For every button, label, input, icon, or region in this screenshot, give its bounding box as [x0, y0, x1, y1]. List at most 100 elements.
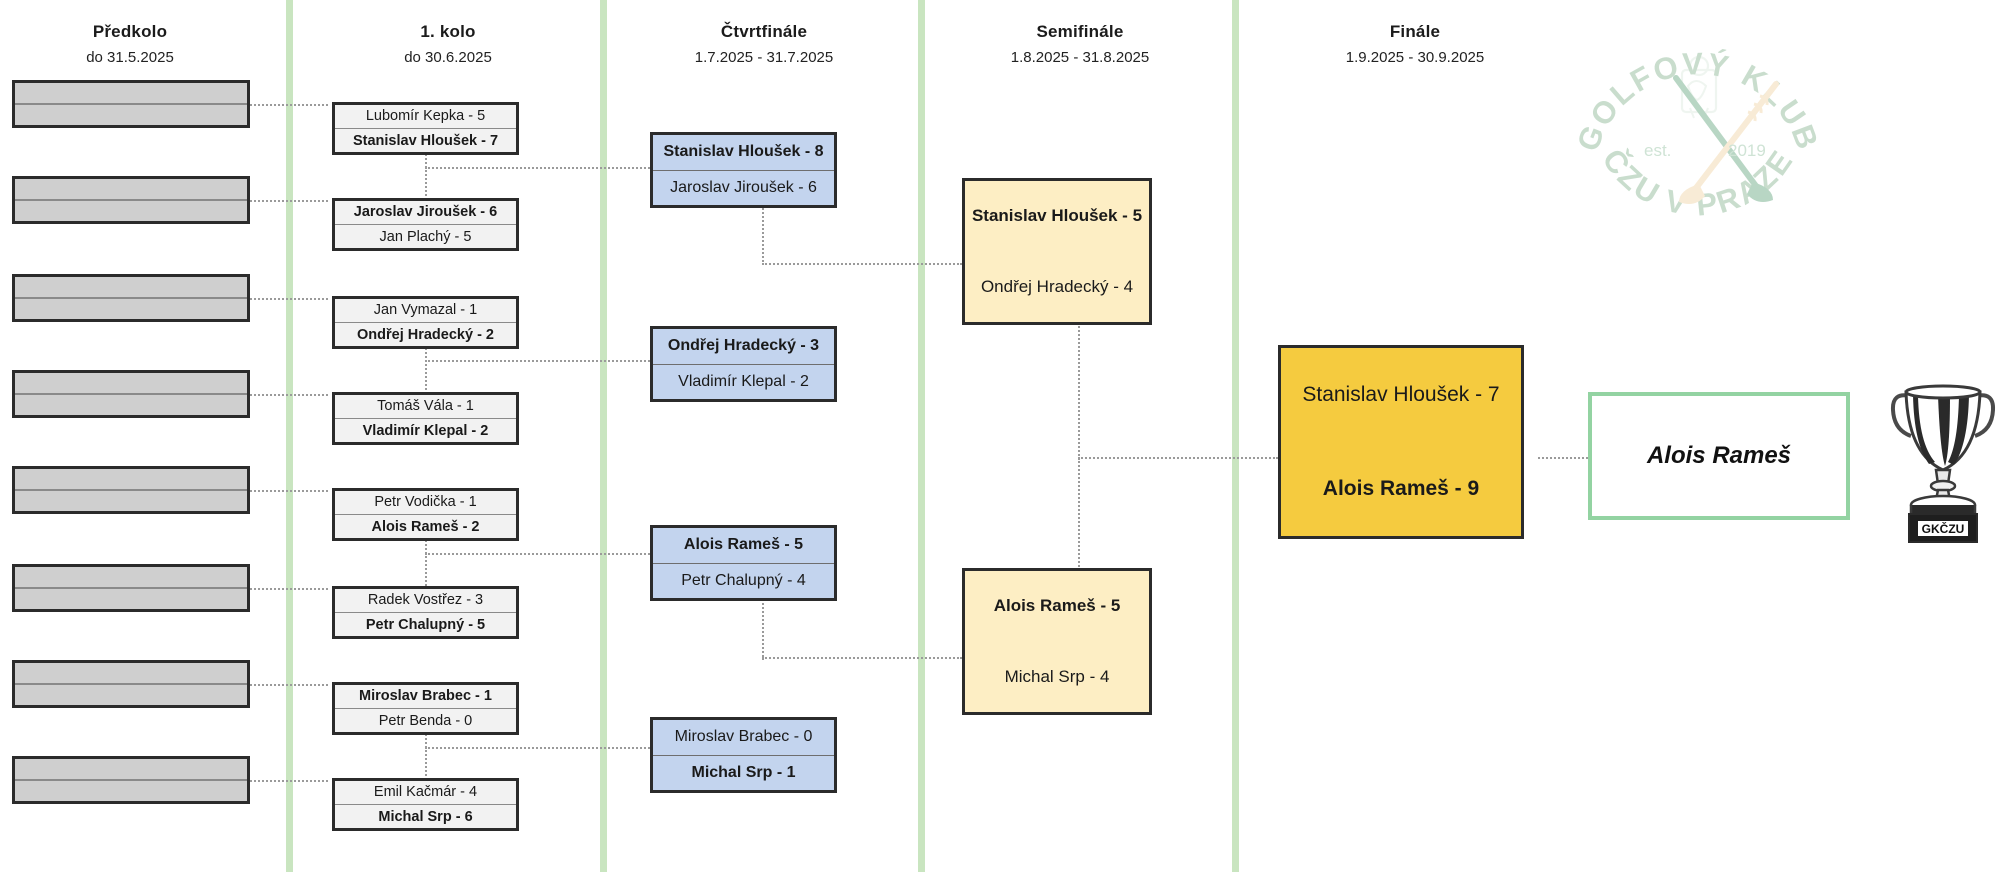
slot-divider — [335, 417, 516, 420]
round1-match-4[interactable]: Tomáš Vála - 1 Vladimír Klepal - 2 — [332, 392, 519, 445]
prekolo-slot-top — [15, 567, 247, 587]
quarterfinal-match-4[interactable]: Miroslav Brabec - 0 Michal Srp - 1 — [650, 717, 837, 793]
prekolo-match-2[interactable] — [12, 176, 250, 224]
player-slot-top: Stanislav Hloušek - 8 — [663, 143, 824, 161]
slot-divider — [15, 587, 247, 589]
player-slot-bottom: Alois Rameš - 2 — [371, 518, 480, 535]
slot-divider — [653, 754, 834, 756]
player-slot-bottom: Jan Plachý - 5 — [379, 228, 472, 245]
connector-pre-r1-5 — [250, 490, 328, 492]
logo-arc-top-text: GOLFOVÝ KLUB — [1570, 46, 1826, 156]
winner-name: Alois Rameš — [1646, 442, 1792, 469]
slot-divider — [335, 803, 516, 806]
column-title: Čtvrtfinále — [720, 22, 808, 41]
player-slot-bottom: Ondřej Hradecký - 2 — [357, 326, 494, 343]
column-date: do 30.6.2025 — [404, 49, 492, 66]
slot-divider — [15, 199, 247, 201]
semifinal-match-2[interactable]: Alois Rameš - 5 Michal Srp - 4 — [962, 568, 1152, 715]
connector-r1-qf-v3 — [425, 516, 427, 586]
prekolo-match-6[interactable] — [12, 564, 250, 612]
quarterfinal-match-3[interactable]: Alois Rameš - 5 Petr Chalupný - 4 — [650, 525, 837, 601]
column-date: 1.9.2025 - 30.9.2025 — [1345, 49, 1485, 66]
player-slot-bottom: Jaroslav Jiroušek - 6 — [670, 178, 817, 196]
player-slot-top: Tomáš Vála - 1 — [377, 398, 474, 415]
round1-match-1[interactable]: Lubomír Kepka - 5 Stanislav Hloušek - 7 — [332, 102, 519, 155]
column-separator-4 — [1232, 0, 1239, 872]
connector-fin-winner — [1538, 457, 1588, 459]
prekolo-slot-top — [15, 373, 247, 393]
connector-pre-r1-1 — [250, 104, 328, 106]
column-title: 1. kolo — [420, 22, 476, 41]
round1-match-3[interactable]: Jan Vymazal - 1 Ondřej Hradecký - 2 — [332, 296, 519, 349]
player-slot-bottom: Michal Srp - 4 — [1004, 666, 1110, 686]
logo-est-label: est. — [1644, 141, 1671, 160]
slot-divider — [15, 683, 247, 685]
semifinal-match-1[interactable]: Stanislav Hloušek - 5 Ondřej Hradecký - … — [962, 178, 1152, 325]
column-title: Semifinále — [1036, 22, 1124, 41]
connector-qf-sf-v1 — [762, 185, 764, 265]
column-separator-3 — [918, 0, 925, 872]
connector-qf-sf-h1 — [762, 263, 962, 265]
player-slot-top: Emil Kačmár - 4 — [373, 784, 478, 801]
connector-qf-sf-v2 — [762, 580, 764, 660]
slot-divider — [335, 127, 516, 130]
slot-divider — [653, 562, 834, 564]
prekolo-slot-top — [15, 179, 247, 199]
player-slot-bottom: Vladimír Klepal - 2 — [362, 422, 489, 439]
player-slot-top: Jan Vymazal - 1 — [373, 302, 478, 319]
connector-pre-r1-2 — [250, 200, 328, 202]
column-header-prekolo: Předkolo do 31.5.2025 — [0, 22, 290, 66]
connector-r1-qf-h2 — [425, 360, 650, 362]
round1-match-7[interactable]: Miroslav Brabec - 1 Petr Benda - 0 — [332, 682, 519, 735]
slot-divider — [335, 321, 516, 324]
slot-divider — [15, 103, 247, 105]
slot-divider — [335, 707, 516, 710]
player-slot-top: Ondřej Hradecký - 3 — [667, 337, 820, 355]
player-slot-top: Stanislav Hloušek - 5 — [971, 206, 1143, 226]
logo-golf-club-cream-icon — [1679, 81, 1779, 204]
player-slot-top: Radek Vostřez - 3 — [367, 592, 484, 609]
slot-divider — [653, 169, 834, 171]
column-title: Finále — [1389, 22, 1441, 41]
prekolo-slot-top — [15, 663, 247, 683]
connector-r1-qf-h4 — [425, 747, 650, 749]
quarterfinal-match-1[interactable]: Stanislav Hloušek - 8 Jaroslav Jiroušek … — [650, 132, 837, 208]
round1-match-6[interactable]: Radek Vostřez - 3 Petr Chalupný - 5 — [332, 586, 519, 639]
tournament-winner-box[interactable]: Alois Rameš — [1588, 392, 1850, 520]
slot-divider — [15, 489, 247, 491]
player-slot-bottom: Alois Rameš - 9 — [1322, 477, 1480, 500]
golf-club-logo: GOLFOVÝ KLUB ČZU V PRAZE — [1570, 8, 1826, 258]
connector-r1-qf-v4 — [425, 710, 427, 780]
player-slot-bottom: Michal Srp - 1 — [691, 763, 796, 781]
round1-match-5[interactable]: Petr Vodička - 1 Alois Rameš - 2 — [332, 488, 519, 541]
column-header-semifinale: Semifinále 1.8.2025 - 31.8.2025 — [920, 22, 1240, 66]
slot-divider — [15, 297, 247, 299]
player-slot-bottom: Vladimír Klepal - 2 — [678, 372, 809, 390]
player-slot-top: Miroslav Brabec - 0 — [674, 728, 813, 746]
player-slot-bottom: Michal Srp - 6 — [378, 808, 473, 825]
connector-pre-r1-6 — [250, 588, 328, 590]
prekolo-slot-top — [15, 83, 247, 103]
slot-divider — [335, 513, 516, 516]
prekolo-slot-top — [15, 469, 247, 489]
prekolo-match-8[interactable] — [12, 756, 250, 804]
player-slot-top: Lubomír Kepka - 5 — [365, 108, 486, 125]
round1-match-2[interactable]: Jaroslav Jiroušek - 6 Jan Plachý - 5 — [332, 198, 519, 251]
quarterfinal-match-2[interactable]: Ondřej Hradecký - 3 Vladimír Klepal - 2 — [650, 326, 837, 402]
player-slot-top: Alois Rameš - 5 — [993, 596, 1121, 616]
player-slot-bottom: Ondřej Hradecký - 4 — [980, 276, 1134, 296]
column-separator-1 — [286, 0, 293, 872]
connector-sf-fin-v1 — [1078, 290, 1080, 460]
prekolo-match-4[interactable] — [12, 370, 250, 418]
slot-divider — [15, 393, 247, 395]
final-match[interactable]: Stanislav Hloušek - 7 Alois Rameš - 9 — [1278, 345, 1524, 539]
column-date: 1.7.2025 - 31.7.2025 — [694, 49, 834, 66]
prekolo-match-3[interactable] — [12, 274, 250, 322]
player-slot-top: Jaroslav Jiroušek - 6 — [353, 204, 498, 221]
connector-qf-sf-h2 — [762, 657, 962, 659]
prekolo-match-5[interactable] — [12, 466, 250, 514]
round1-match-8[interactable]: Emil Kačmár - 4 Michal Srp - 6 — [332, 778, 519, 831]
prekolo-match-7[interactable] — [12, 660, 250, 708]
logo-est-year: 2019 — [1728, 141, 1766, 160]
prekolo-match-1[interactable] — [12, 80, 250, 128]
